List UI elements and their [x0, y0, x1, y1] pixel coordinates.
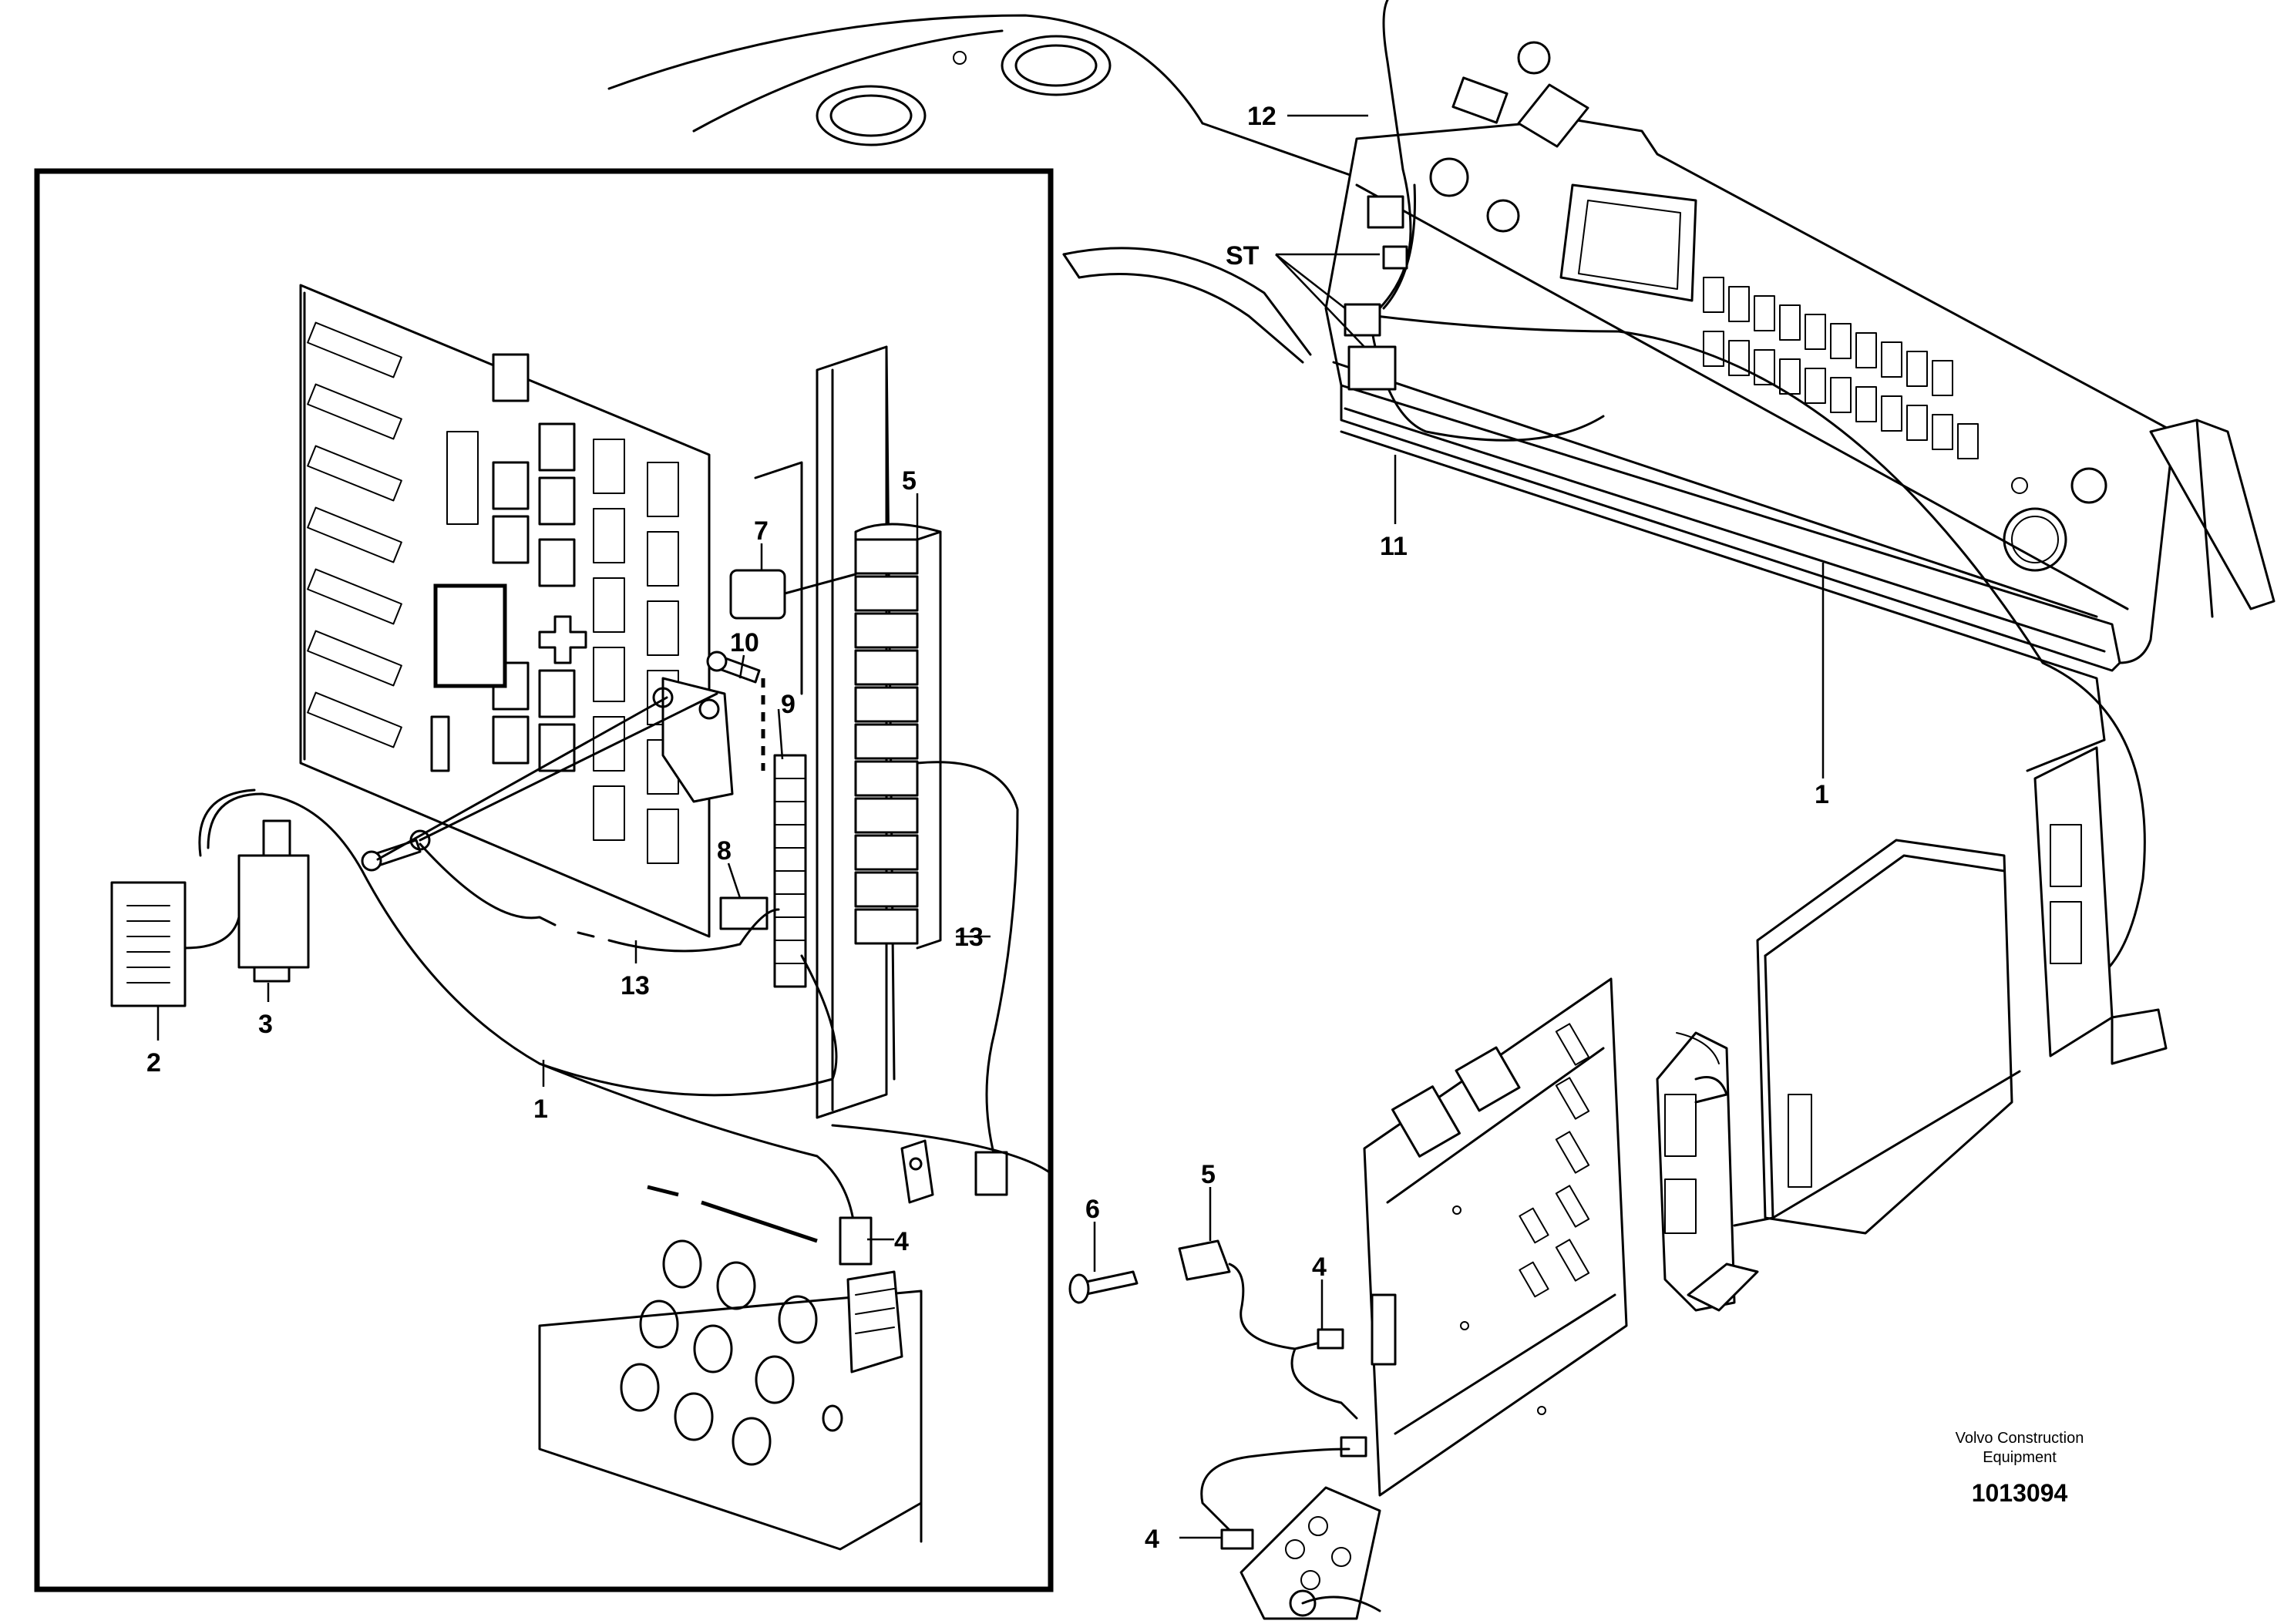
callout-4-mid: 4 — [1312, 1252, 1327, 1282]
callout-13-right: 13 — [954, 923, 984, 952]
callout-4-top: 4 — [894, 1227, 909, 1256]
callout-labels: 5 7 10 9 8 13 13 2 3 1 4 6 5 4 4 12 ST 1… — [146, 102, 1829, 1554]
callout-9: 9 — [781, 690, 796, 719]
callout-13-left: 13 — [621, 971, 650, 1000]
callout-5-left: 5 — [902, 466, 917, 496]
callout-st: ST — [1226, 241, 1260, 271]
callout-8: 8 — [717, 836, 732, 866]
document-number: 1013094 — [1972, 1479, 2068, 1507]
callout-10: 10 — [730, 628, 759, 657]
dashboard-assembly — [607, 0, 2276, 1620]
callout-11: 11 — [1380, 532, 1408, 561]
callout-6: 6 — [1085, 1195, 1100, 1224]
callout-1-right: 1 — [1815, 780, 1829, 809]
callout-3: 3 — [258, 1010, 273, 1039]
detail-inset-frame — [34, 168, 1054, 1592]
callout-4-bottom: 4 — [1145, 1525, 1159, 1554]
callout-7: 7 — [754, 516, 769, 546]
callout-1-left: 1 — [533, 1094, 548, 1124]
callout-5-right: 5 — [1201, 1160, 1216, 1189]
publisher-credit: Volvo Construction Equipment 1013094 — [1956, 1430, 2084, 1507]
leader-lines — [156, 114, 1825, 1539]
credit-line-1: Volvo Construction — [1956, 1430, 2084, 1447]
credit-line-2: Equipment — [1983, 1449, 2057, 1466]
callout-12: 12 — [1247, 102, 1276, 131]
callout-2: 2 — [146, 1048, 161, 1078]
